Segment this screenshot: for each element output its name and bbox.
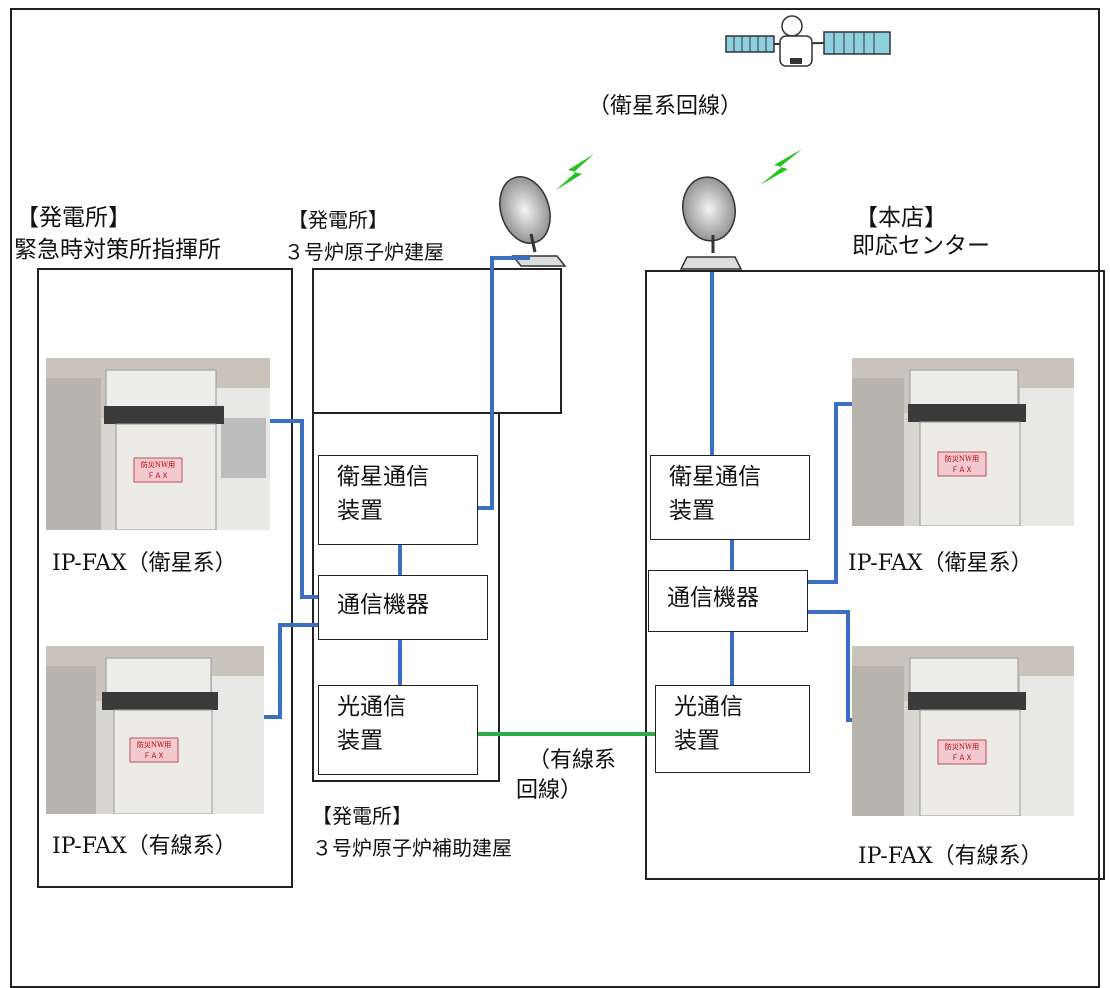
plant-satellite-fax-label: IP-FAX（衛星系） xyxy=(52,551,237,576)
svg-text:防災NW用: 防災NW用 xyxy=(137,740,171,749)
office-satellite-comm-device: 衛星通信 装置 xyxy=(650,455,810,540)
emergency-site-box xyxy=(37,268,293,888)
office-wired-fax-label: IP-FAX（有線系） xyxy=(858,844,1043,869)
signal-icon xyxy=(760,149,802,185)
head-office-subtitle: 即応センター xyxy=(852,233,990,259)
fax-machine-photo: 防災NW用 ＦＡＸ xyxy=(852,646,1074,816)
aux-building-title: 【発電所】 xyxy=(312,804,412,828)
svg-text:ＦＡＸ: ＦＡＸ xyxy=(952,754,973,762)
signal-icon xyxy=(556,154,594,190)
office-comm-equipment: 通信機器 xyxy=(648,570,808,632)
svg-text:防災NW用: 防災NW用 xyxy=(141,460,175,469)
satellite-dish-icon xyxy=(499,176,567,267)
svg-text:ＦＡＸ: ＦＡＸ xyxy=(952,466,973,474)
office-satellite-fax-label: IP-FAX（衛星系） xyxy=(848,551,1033,576)
wired-line-label: （有線系 回線） xyxy=(516,748,617,803)
satellite-line-label: （衛星系回線） xyxy=(588,94,743,119)
plant-optical-comm-device: 光通信 装置 xyxy=(318,685,478,775)
emergency-site-subtitle: 緊急時対策所指揮所 xyxy=(14,237,221,263)
head-office-title: 【本店】 xyxy=(855,205,947,231)
aux-building-subtitle: ３号炉原子炉補助建屋 xyxy=(312,836,512,860)
satellite-icon xyxy=(725,15,891,67)
plant-wired-fax-label: IP-FAX（有線系） xyxy=(52,834,237,859)
fax-machine-photo: 防災NW用 ＦＡＸ xyxy=(46,646,264,814)
svg-text:ＦＡＸ: ＦＡＸ xyxy=(144,752,165,760)
reactor-building-title: 【発電所】 xyxy=(288,208,388,232)
reactor-building-subtitle: ３号炉原子炉建屋 xyxy=(284,240,444,264)
office-optical-comm-device: 光通信 装置 xyxy=(655,685,810,773)
emergency-site-title: 【発電所】 xyxy=(16,205,131,231)
plant-satellite-comm-device: 衛星通信 装置 xyxy=(318,455,478,545)
head-office-box xyxy=(645,270,1105,880)
satellite-dish-icon xyxy=(679,176,743,270)
fax-machine-photo: 防災NW用 ＦＡＸ xyxy=(852,358,1074,526)
plant-comm-equipment: 通信機器 xyxy=(318,575,488,640)
svg-text:防災NW用: 防災NW用 xyxy=(945,742,979,751)
svg-text:ＦＡＸ: ＦＡＸ xyxy=(148,472,169,480)
fax-machine-photo: 防災NW用 ＦＡＸ xyxy=(46,358,270,530)
svg-text:防災NW用: 防災NW用 xyxy=(945,454,979,463)
